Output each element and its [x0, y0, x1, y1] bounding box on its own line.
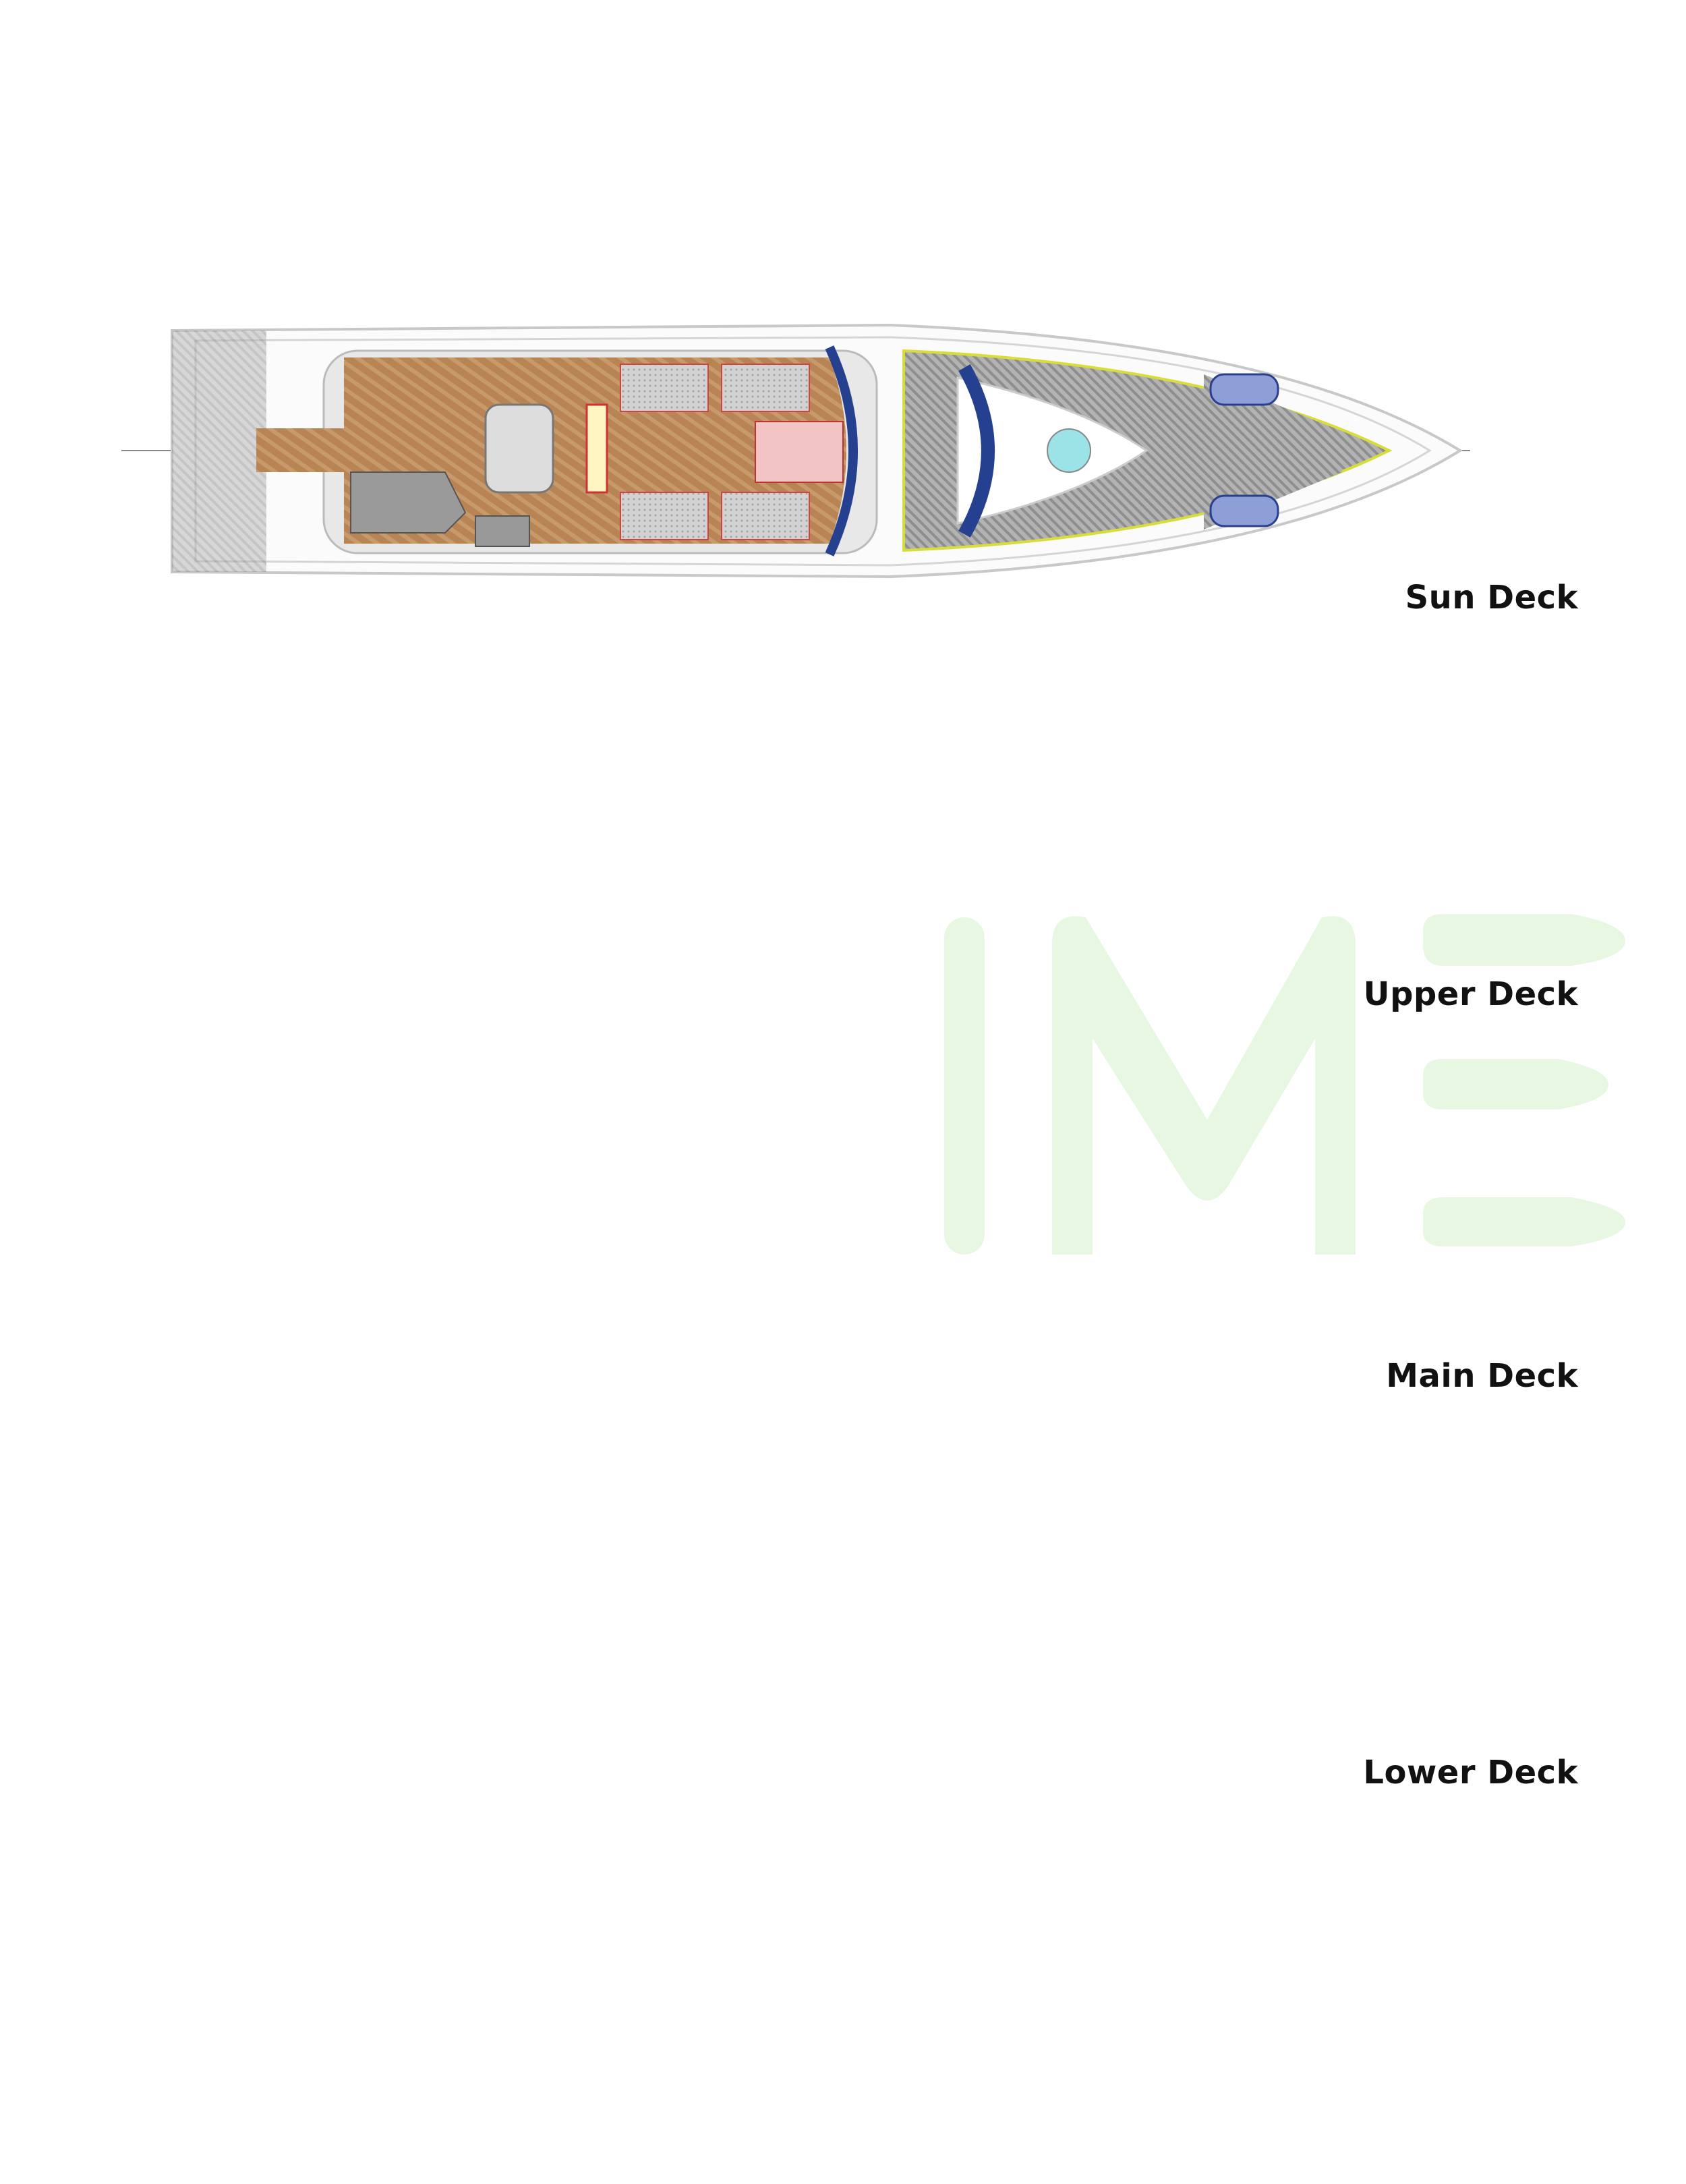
- lower-deck-label: Lower Deck: [1363, 1754, 1578, 1791]
- ime-watermark-logo: [944, 914, 1625, 1255]
- upper-deck-label: Upper Deck: [1363, 975, 1578, 1013]
- main-deck-label: Main Deck: [1386, 1357, 1578, 1395]
- sun-deck-label: Sun Deck: [1405, 579, 1578, 616]
- sun-deck-plan: [121, 323, 1470, 579]
